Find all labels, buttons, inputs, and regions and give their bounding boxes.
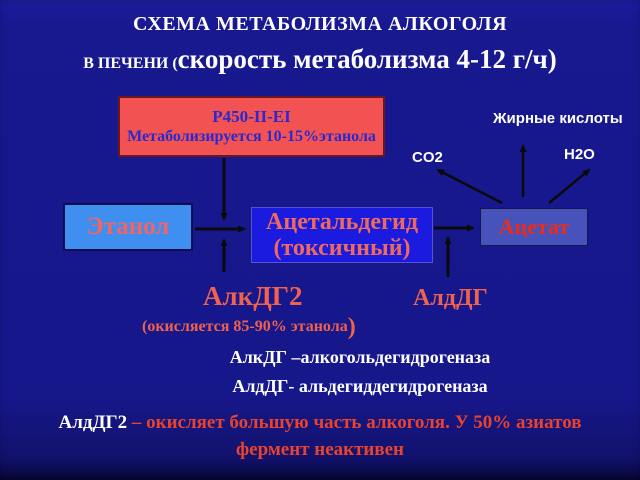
subtitle-main: скорость метаболизма 4-12 г/ч) <box>177 44 557 74</box>
box-acetate: Ацетат <box>480 208 588 246</box>
label-alddg: АлдДГ <box>413 285 488 311</box>
arrow-acetate-to-h2o <box>548 168 591 204</box>
footnote-text: – окисляет большую часть алкоголя. У 50%… <box>131 412 582 433</box>
legend-alkdg-definition: АлкДГ –алкогольдегидрогеназа <box>229 347 491 367</box>
label-fatty-acids: Жирные кислоты <box>493 110 623 127</box>
label-alkdg2: АлкДГ2 <box>203 281 303 311</box>
p450-enzyme-name: P450-II-EI <box>212 107 291 126</box>
footnote-line1: АлдДГ2 – окисляет большую часть алкоголя… <box>0 412 640 434</box>
slide-title: СХЕМА МЕТАБОЛИЗМА АЛКОГОЛЯ <box>132 13 508 35</box>
acetate-label: Ацетат <box>498 214 570 239</box>
legend-alddg-definition: АлдДГ- альдегиддегидрогеназа <box>232 376 488 396</box>
footnote-line2: фермент неактивен <box>235 439 404 460</box>
p450-note: Метаболизируется 10-15%этанола <box>127 128 376 145</box>
slide-subtitle: В ПЕЧЕНИ (скорость метаболизма 4-12 г/ч) <box>0 42 640 81</box>
label-h2o: H2O <box>564 146 595 163</box>
subtitle-prefix: В ПЕЧЕНИ ( <box>83 55 178 72</box>
alkdg2-note-paren: ) <box>347 314 356 340</box>
alkdg2-note-text: (окисляется 85-90% этанола <box>142 318 348 335</box>
label-co2: CO2 <box>412 149 443 166</box>
acetaldehyde-toxic-note: (токсичный) <box>273 235 411 261</box>
box-p450: P450-II-EI Метаболизируется 10-15%этанол… <box>118 96 385 157</box>
acetaldehyde-label: Ацетальдегид <box>266 209 418 235</box>
footnote-term: АлдДГ2 <box>58 412 128 433</box>
box-ethanol: Этанол <box>63 203 193 251</box>
arrow-acetate-to-co2 <box>436 168 503 205</box>
ethanol-label: Этанол <box>86 213 170 240</box>
box-acetaldehyde: Ацетальдегид (токсичный) <box>251 207 433 263</box>
alkdg2-note: (окисляется 85-90% этанола) <box>142 314 356 341</box>
